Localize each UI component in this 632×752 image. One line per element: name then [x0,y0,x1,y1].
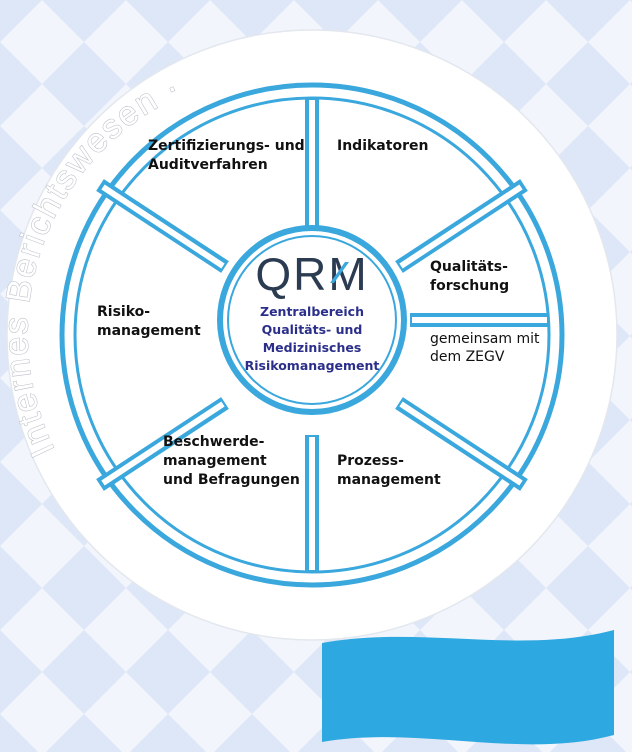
center-hub [227,235,397,405]
center-line-1: Zentralbereich [260,304,364,319]
segment-prozess-line-1: Prozess- [337,453,404,469]
center-line-4: Risikomanagement [245,358,380,373]
segment-beschwerde-line-2: management [163,453,267,469]
segment-zegv-line-2: dem ZEGV [430,349,505,365]
segment-risiko-line-2: management [97,323,201,339]
center-text: Zentralbereich Qualitäts- und Medizinisc… [245,304,380,373]
segment-zertifizierung-line-2: Auditverfahren [148,157,268,173]
segment-qualitaetsforschung-line-2: forschung [430,278,509,294]
segment-qualitaetsforschung-line-1: Qualitäts- [430,259,508,275]
qrm-logo: QRM [255,248,368,300]
center-line-3: Medizinisches [263,340,362,355]
segment-risiko-line-1: Risiko- [97,304,150,320]
wheel-spokes-inner [101,100,547,570]
segment-zertifizierung-line-1: Zertifizierungs- und [148,138,305,154]
segment-indikatoren: Indikatoren [337,138,428,154]
qrm-logo-text: QRM [255,248,368,300]
center-line-2: Qualitäts- und [262,322,363,337]
blue-wave-accent [322,630,614,745]
segment-beschwerde-line-3: und Befragungen [163,472,300,488]
segment-beschwerde-line-1: Beschwerde- [163,434,265,450]
qrm-logo-accent [330,262,349,283]
segment-zegv-line-1: gemeinsam mit [430,331,540,347]
segment-prozess-line-2: management [337,472,441,488]
